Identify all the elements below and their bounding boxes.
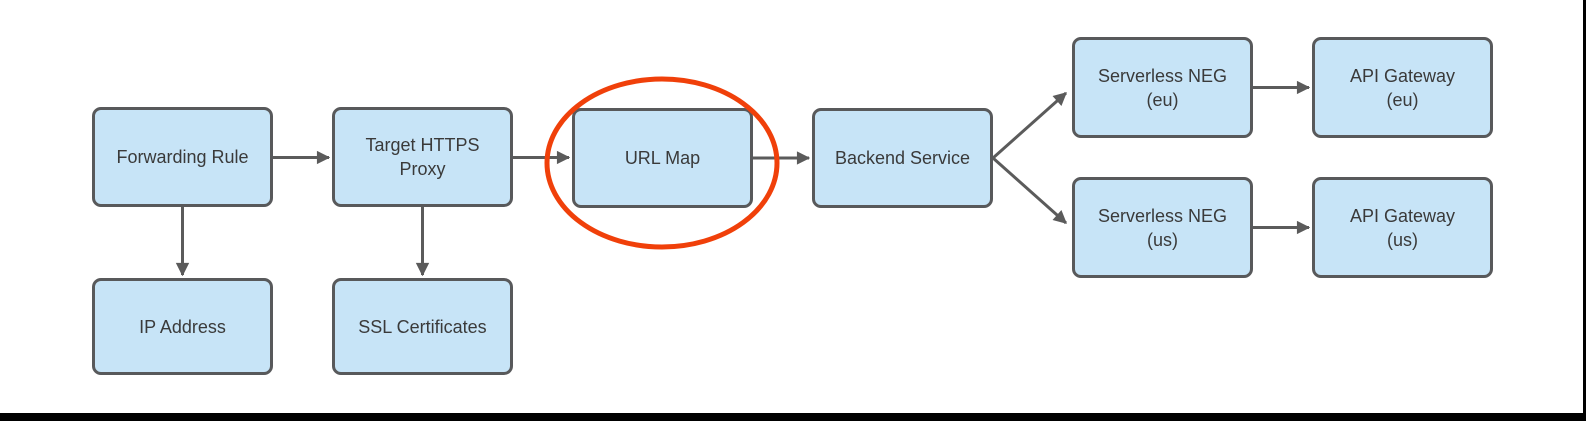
node-label: Serverless NEG (1097, 65, 1228, 86)
node-ssl-certificates: SSL Certificates (332, 278, 513, 375)
node-ip-address: IP Address (92, 278, 273, 375)
node-label: API Gateway (1349, 205, 1456, 226)
node-label: Serverless NEG (1097, 205, 1228, 226)
node-sublabel: (us) (1387, 229, 1418, 250)
edge-backend-service-to-serverless-neg-eu (992, 91, 1067, 160)
edge-backend-service-to-serverless-neg-us (992, 156, 1067, 225)
node-api-gateway-us: API Gateway (us) (1312, 177, 1493, 278)
node-label: Backend Service (834, 148, 971, 168)
node-label: SSL Certificates (358, 316, 487, 337)
page-edge-bottom (0, 413, 1586, 421)
node-target-https-proxy: Target HTTPS Proxy (332, 107, 513, 207)
node-label: IP Address (139, 316, 226, 337)
node-sublabel: (eu) (1386, 89, 1419, 110)
node-label: Target HTTPS Proxy (365, 135, 480, 179)
node-label: API Gateway (1349, 65, 1456, 86)
node-serverless-neg-us: Serverless NEG (us) (1072, 177, 1253, 278)
node-api-gateway-eu: API Gateway (eu) (1312, 37, 1493, 138)
node-sublabel: (eu) (1146, 89, 1179, 110)
node-label: Forwarding Rule (116, 147, 249, 167)
node-forwarding-rule: Forwarding Rule (92, 107, 273, 207)
node-url-map: URL Map (572, 108, 753, 208)
node-serverless-neg-eu: Serverless NEG (eu) (1072, 37, 1253, 138)
page-edge-right (1583, 0, 1586, 421)
node-backend-service: Backend Service (812, 108, 993, 208)
node-sublabel: (us) (1147, 229, 1178, 250)
node-label: URL Map (624, 148, 701, 168)
